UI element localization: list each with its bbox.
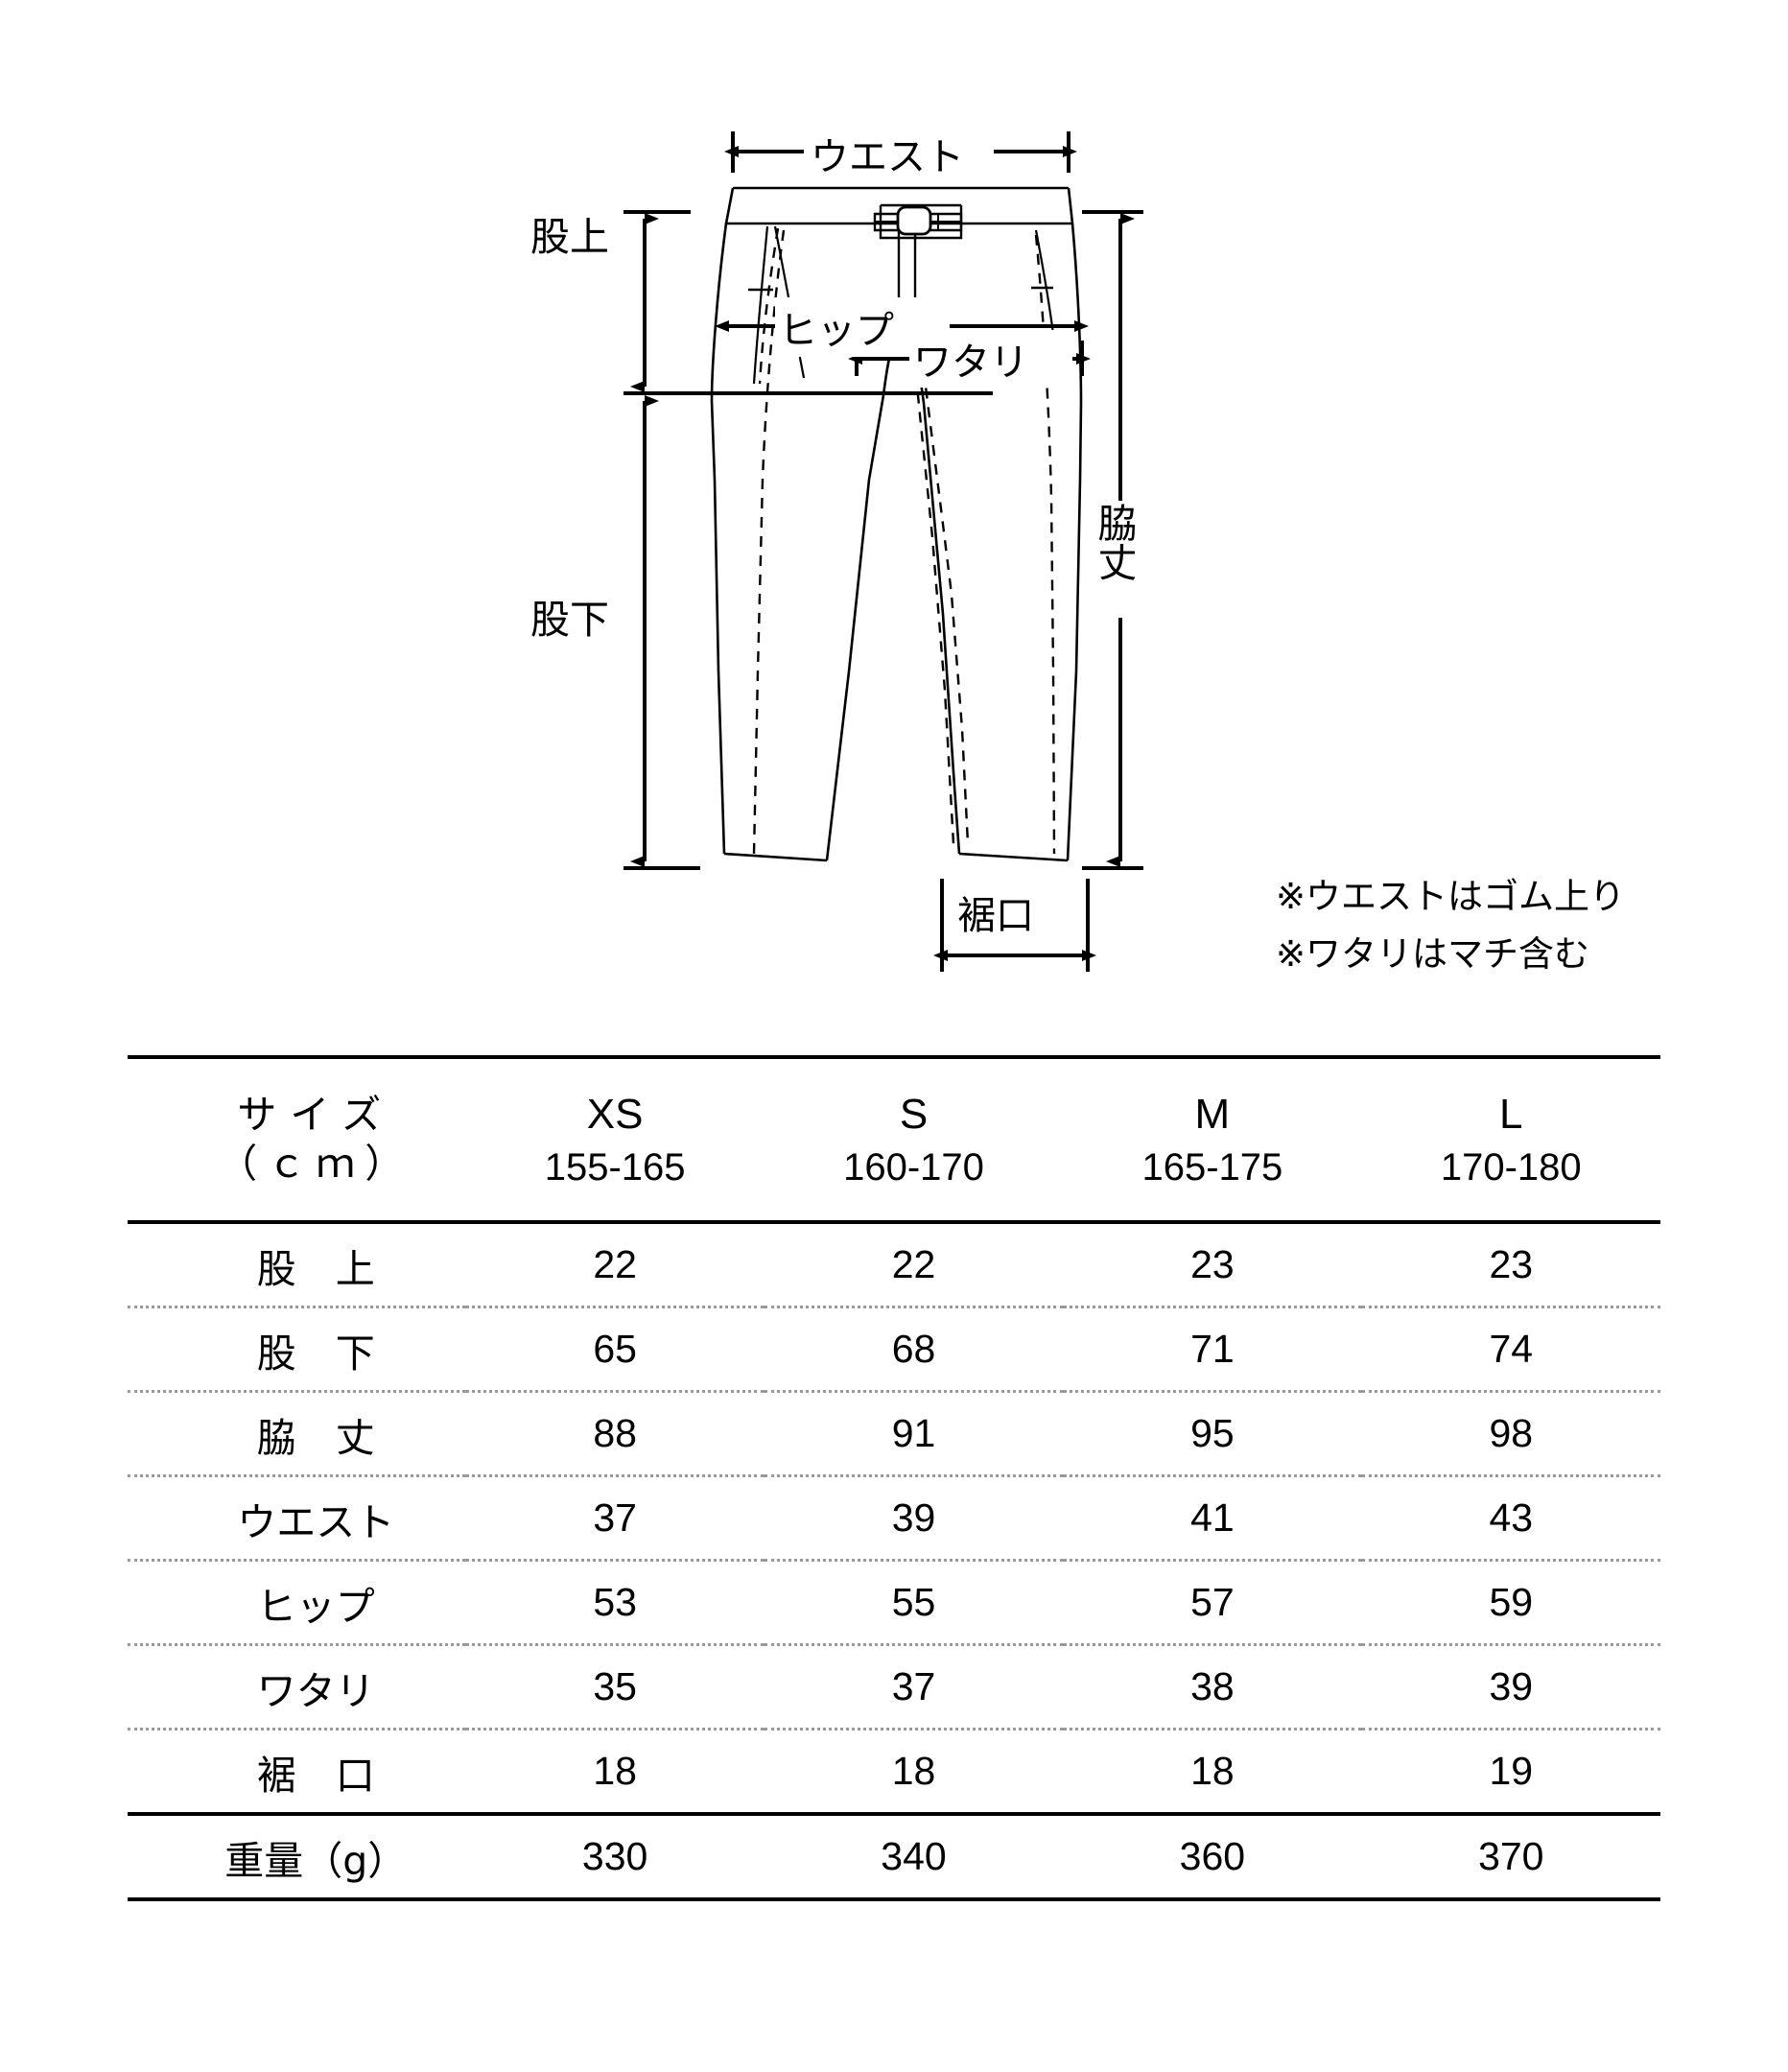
- cell-waist-m: 41: [1190, 1495, 1235, 1540]
- table-row: 股 上 22 22 23 23: [128, 1224, 1660, 1307]
- row-label-side-length: 脇 丈: [256, 1414, 375, 1461]
- pants-technical-drawing-icon: [623, 131, 1143, 972]
- row-separator: [128, 1728, 1660, 1731]
- header-size-m-name: M: [1194, 1091, 1231, 1139]
- cell-waist-l: 43: [1489, 1495, 1534, 1540]
- cell-hip-s: 55: [891, 1580, 936, 1624]
- cell-inseam-l: 74: [1489, 1327, 1534, 1371]
- header-size-l-name: L: [1499, 1091, 1523, 1139]
- row-label-hem-opening: 裾 口: [256, 1752, 375, 1799]
- label-waist: ウエスト: [811, 135, 964, 179]
- label-rise: 股上: [530, 214, 609, 260]
- row-label-waist: ウエスト: [237, 1498, 395, 1545]
- label-side-length: 脇丈: [1091, 503, 1137, 581]
- cell-side-length-m: 95: [1190, 1411, 1235, 1455]
- header-size-xs-range: 155-165: [544, 1145, 686, 1189]
- row-separator: [128, 1390, 1660, 1394]
- label-inseam: 股下: [530, 597, 609, 643]
- row-separator: [128, 1474, 1660, 1478]
- diagram-notes: ※ウエストはゴム上り ※ワタリはマチ含む: [1276, 868, 1717, 983]
- cell-inseam-xs: 65: [593, 1327, 637, 1371]
- label-hem-opening: 裾口: [957, 894, 1034, 938]
- cell-hip-m: 57: [1190, 1580, 1235, 1624]
- cell-side-length-l: 98: [1489, 1411, 1534, 1455]
- cell-hem-opening-xs: 18: [593, 1749, 637, 1793]
- row-separator: [128, 1306, 1660, 1309]
- header-size-m-range: 165-175: [1141, 1145, 1283, 1189]
- cell-side-length-s: 91: [891, 1411, 936, 1455]
- row-separator: [128, 1559, 1660, 1563]
- header-size-l-range: 170-180: [1440, 1145, 1582, 1189]
- table-header-row: サイズ （ｃｍ） XS 155-165 S 160-170 M 165-175 …: [128, 1059, 1660, 1222]
- cell-weight-m: 360: [1179, 1834, 1246, 1878]
- header-size-unit: （ｃｍ）: [218, 1141, 414, 1187]
- table-rule-bottom: [128, 1897, 1660, 1903]
- row-label-thigh: ワタリ: [256, 1667, 375, 1714]
- table-row: ウエスト 37 39 41 43: [128, 1477, 1660, 1561]
- note-thigh-gusset: ※ワタリはマチ含む: [1276, 932, 1590, 975]
- table-row: 脇 丈 88 91 95 98: [128, 1393, 1660, 1476]
- cell-thigh-s: 37: [891, 1664, 936, 1708]
- cell-hip-xs: 53: [593, 1580, 637, 1624]
- cell-hem-opening-m: 18: [1190, 1749, 1235, 1793]
- table-row: ワタリ 35 37 38 39: [128, 1646, 1660, 1730]
- cell-thigh-l: 39: [1489, 1664, 1534, 1708]
- header-size-s-name: S: [899, 1091, 929, 1139]
- cell-inseam-s: 68: [891, 1327, 936, 1371]
- header-size-l: L 170-180: [1362, 1059, 1660, 1222]
- header-size-s-range: 160-170: [843, 1145, 984, 1189]
- cell-hem-opening-l: 19: [1489, 1749, 1534, 1793]
- cell-weight-s: 340: [881, 1834, 947, 1878]
- cell-inseam-m: 71: [1190, 1327, 1235, 1371]
- cell-waist-s: 39: [891, 1495, 936, 1540]
- header-size-m: M 165-175: [1063, 1059, 1361, 1222]
- header-size-s: S 160-170: [765, 1059, 1063, 1222]
- table-row-weight: 重量（g） 330 340 360 370: [128, 1816, 1660, 1899]
- header-size-xs: XS 155-165: [465, 1059, 764, 1222]
- cell-thigh-m: 38: [1190, 1664, 1235, 1708]
- cell-weight-l: 370: [1478, 1834, 1544, 1878]
- note-waist-elastic: ※ウエストはゴム上り: [1276, 876, 1626, 917]
- cell-rise-s: 22: [891, 1242, 936, 1286]
- cell-rise-xs: 22: [593, 1242, 637, 1286]
- table-row: ヒップ 53 55 57 59: [128, 1562, 1660, 1645]
- row-label-inseam: 股 下: [256, 1330, 375, 1377]
- table-row: 股 下 65 68 71 74: [128, 1308, 1660, 1392]
- row-label-hip: ヒップ: [256, 1583, 375, 1630]
- pants-measurement-diagram: ウエスト 股上 ヒップ ワタリ 股下 脇丈 裾口 ※ウエストはゴム上り ※ワタリ…: [530, 131, 1717, 983]
- header-size-label: サイズ （ｃｍ）: [128, 1059, 465, 1222]
- cell-waist-xs: 37: [593, 1495, 637, 1540]
- row-label-rise: 股 上: [256, 1245, 375, 1292]
- header-size-name: サイズ: [237, 1091, 395, 1138]
- label-hip: ヒップ: [779, 309, 894, 353]
- row-separator: [128, 1643, 1660, 1647]
- cell-rise-m: 23: [1190, 1242, 1235, 1286]
- table-row: 裾 口 18 18 18 19: [128, 1731, 1660, 1814]
- size-chart-table: サイズ （ｃｍ） XS 155-165 S 160-170 M 165-175 …: [128, 1055, 1660, 1903]
- header-size-xs-name: XS: [586, 1091, 644, 1139]
- cell-side-length-xs: 88: [593, 1411, 637, 1455]
- row-label-weight: 重量（g）: [224, 1837, 408, 1884]
- cell-weight-xs: 330: [581, 1834, 648, 1878]
- cell-rise-l: 23: [1489, 1242, 1534, 1286]
- label-thigh: ワタリ: [913, 341, 1028, 385]
- cell-hip-l: 59: [1489, 1580, 1534, 1624]
- cell-hem-opening-s: 18: [891, 1749, 936, 1793]
- cell-thigh-xs: 35: [593, 1664, 637, 1708]
